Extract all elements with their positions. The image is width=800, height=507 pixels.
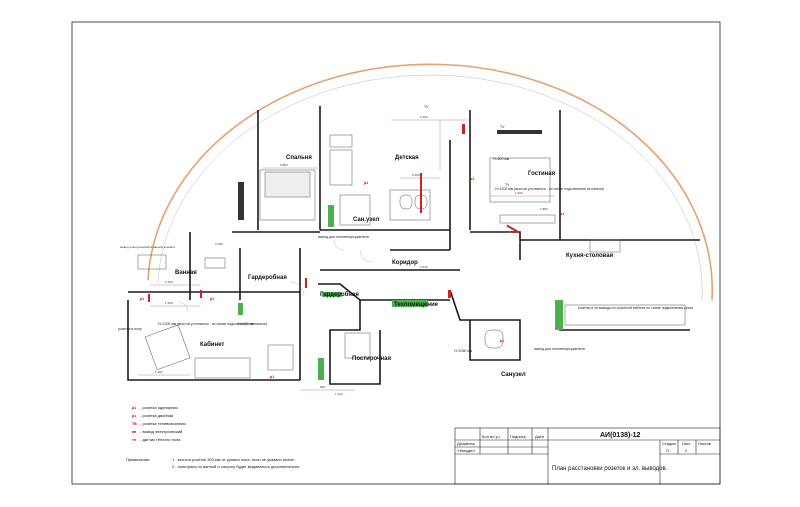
dim-12: 3 180 [215, 242, 223, 246]
dim-6: 900 [320, 385, 325, 389]
tb-code: АИ(0138)-12 [600, 432, 641, 439]
walls [127, 106, 700, 385]
legend-sym-4: вп [132, 430, 136, 434]
dim-2: 2 000 [412, 173, 420, 177]
socket-mark-7: p1 [270, 375, 274, 379]
socket-mark-2: p1 [470, 177, 474, 181]
legend-sym-3: TB [132, 422, 137, 426]
room-wc: Санузел [501, 372, 526, 378]
tb-stage-h: Стадия [662, 441, 676, 446]
dim-3: 1 600 [515, 191, 523, 195]
title-block [454, 427, 721, 485]
socket-mark-3: p1 [560, 212, 564, 216]
room-kitchen: Кухня-столовая [566, 253, 614, 259]
dim-4: 1 500 [165, 301, 173, 305]
facade-arc-inner [157, 74, 703, 301]
dim-5: 2 150 [165, 280, 173, 284]
note-bath: вывод электрический в ванной комнате [120, 245, 175, 249]
legend: p1 - розетка одинарная p1 - розетка двой… [132, 405, 186, 442]
sheet-frame [71, 21, 721, 485]
facade-arc [147, 63, 714, 301]
legend-sym-2: p1 [132, 414, 136, 418]
room-tech: Техпомещение [394, 302, 439, 308]
room-living: Гостиная [528, 171, 556, 177]
tb-sheet: 2 [685, 448, 688, 453]
note-floor-socket: розетка в полу [118, 327, 142, 331]
room-bath: Ванная [175, 270, 197, 276]
tv-block [497, 130, 542, 134]
legend-sym-1: p1 [132, 406, 136, 410]
tb-col-izm: Кол-во уч. [482, 434, 501, 439]
room-wardrobe-1: Гардеробная [248, 274, 287, 281]
legend-text-5: - датчик тёплого пола [140, 437, 181, 442]
tb-approved: Утвердил [457, 448, 475, 453]
note-h400: H=400 мм [238, 322, 255, 326]
tb-stage: П [666, 448, 669, 453]
legend-text-1: - розетка одинарная [140, 405, 178, 410]
tb-sheet-h: Лист [682, 441, 691, 446]
note-towel-1: вывод для полотенцесушителя [318, 235, 369, 239]
dim-11: 1 220 [335, 392, 343, 396]
dim-10: 1 850 [540, 207, 548, 211]
note-title: Примечание: [126, 457, 150, 462]
tv-mark-1: TV [424, 105, 429, 109]
tb-designer: Дизайнер [457, 441, 476, 446]
note-kitchen: розетки и эл.выводы по кухонной мебели п… [578, 306, 693, 310]
red-marks [148, 124, 520, 302]
room-corridor: Коридор [392, 260, 418, 266]
legend-text-3: - розетка телевизионная [140, 421, 186, 426]
legend-text-2: - розетка двойная [140, 413, 173, 418]
note-2: 2 - электрика по ванной и санузлу будет … [172, 464, 300, 469]
room-kids: Детская [395, 155, 419, 161]
note-tv-living: H=1200 мм (высота уточняется - по схеме … [495, 187, 604, 191]
room-study: Кабинет [200, 341, 224, 348]
note-h800: H=800 мм [493, 157, 510, 161]
note-1: 1 - высота розеток 300 мм от уровня пола… [172, 457, 295, 462]
socket-mark-1: p1 [364, 181, 368, 185]
dim-8: 3 100 [420, 115, 428, 119]
tv-mark-3: TV [500, 125, 505, 129]
dim-9: 2 642 [420, 265, 428, 269]
door-arcs [177, 231, 521, 313]
legend-sym-5: тп [132, 438, 136, 442]
dim-lines [138, 119, 555, 391]
tb-col-date: Дата [535, 434, 545, 439]
green-marks [238, 205, 563, 380]
room-wardrobe-2: Гардеробная [320, 291, 359, 298]
dim-7: 1 400 [155, 370, 163, 374]
legend-text-4: - вывод электрический [140, 429, 182, 434]
socket-mark-4: p1 [140, 297, 144, 301]
tb-title: План расстановки розеток и эл. выводов. [552, 466, 668, 472]
tb-col-podp: Подпись [510, 434, 526, 439]
dim-1: 2 880 [280, 163, 288, 167]
tv-mark-2: TV [505, 183, 510, 187]
socket-mark-5: p1 [210, 297, 214, 301]
heater-block [238, 182, 244, 220]
note-tv-study: H=1300 мм (высота уточняется - по схеме … [158, 322, 267, 326]
note-towel-2: вывод для полотенцесушителя [534, 347, 585, 351]
tb-sheets-h: Листов [698, 441, 711, 446]
inner-lines [137, 134, 686, 379]
room-bathroom: Сан.узел [353, 217, 380, 223]
socket-mark-6: p1 [500, 339, 504, 343]
note-h1050: H=1050 мм [454, 349, 473, 353]
room-laundry: Постирочная [352, 356, 391, 362]
room-bedroom: Спальня [286, 155, 312, 161]
